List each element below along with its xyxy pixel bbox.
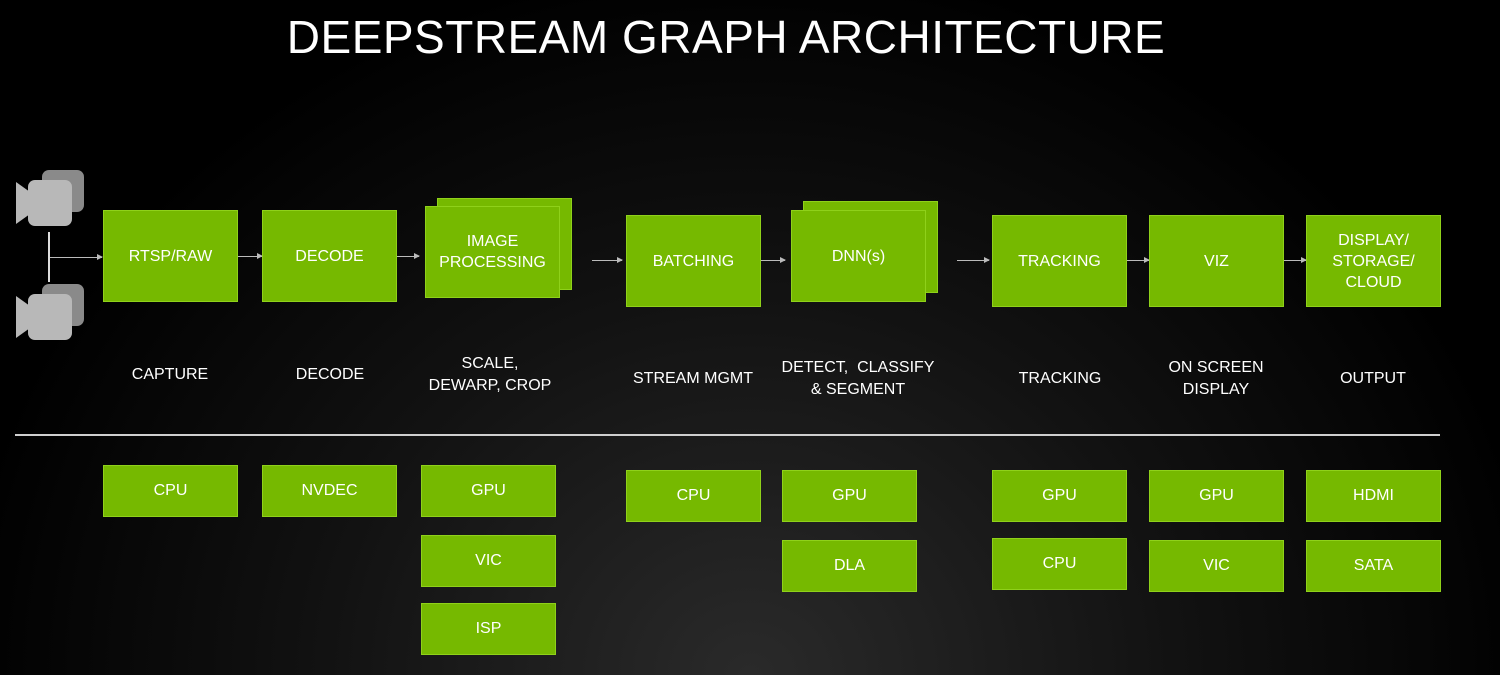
label-output: OUTPUT	[1340, 370, 1406, 387]
label-detect-classify-segment: DETECT, CLASSIFY & SEGMENT	[781, 359, 935, 398]
box-rtsp-raw: RTSP/RAW	[103, 210, 238, 302]
camera-to-capture-arrow	[50, 254, 103, 260]
label-decode: DECODE	[295, 366, 365, 383]
hw-image-isp: ISP	[421, 603, 556, 655]
video-camera-icon	[16, 284, 84, 340]
box-image-processing: IMAGE PROCESSING	[425, 206, 560, 298]
box-tracking: TRACKING	[992, 215, 1127, 307]
hw-viz-vic: VIC	[1149, 540, 1284, 592]
arrow-4	[761, 257, 786, 263]
hw-output-hdmi: HDMI	[1306, 470, 1441, 522]
arrow-5	[957, 257, 990, 263]
label-scale-dewarp-crop: SCALE, DEWARP, CROP	[428, 355, 552, 394]
camera-connector	[48, 232, 50, 282]
label-stream-mgmt: STREAM MGMT	[633, 370, 753, 387]
hw-output-sata: SATA	[1306, 540, 1441, 592]
hw-image-vic: VIC	[421, 535, 556, 587]
video-camera-icon	[16, 170, 84, 226]
hw-capture-cpu: CPU	[103, 465, 238, 517]
box-decode: DECODE	[262, 210, 397, 302]
arrow-1	[238, 253, 263, 259]
hw-batching-cpu: CPU	[626, 470, 761, 522]
hw-image-gpu: GPU	[421, 465, 556, 517]
label-tracking: TRACKING	[1018, 370, 1102, 387]
divider	[15, 434, 1440, 436]
arrow-7	[1284, 257, 1307, 263]
arrow-3	[592, 257, 623, 263]
box-viz: VIZ	[1149, 215, 1284, 307]
hw-viz-gpu: GPU	[1149, 470, 1284, 522]
arrow-2	[397, 253, 420, 259]
hw-dnn-dla: DLA	[782, 540, 917, 592]
box-dnn: DNN(s)	[791, 210, 926, 302]
hw-decode-nvdec: NVDEC	[262, 465, 397, 517]
hw-tracking-cpu: CPU	[992, 538, 1127, 590]
hw-dnn-gpu: GPU	[782, 470, 917, 522]
label-on-screen-display: ON SCREEN DISPLAY	[1168, 359, 1264, 398]
arrow-6	[1127, 257, 1150, 263]
page-title: DEEPSTREAM GRAPH ARCHITECTURE	[286, 11, 1166, 63]
box-output: DISPLAY/ STORAGE/ CLOUD	[1306, 215, 1441, 307]
hw-tracking-gpu: GPU	[992, 470, 1127, 522]
box-batching: BATCHING	[626, 215, 761, 307]
label-capture: CAPTURE	[131, 366, 209, 383]
